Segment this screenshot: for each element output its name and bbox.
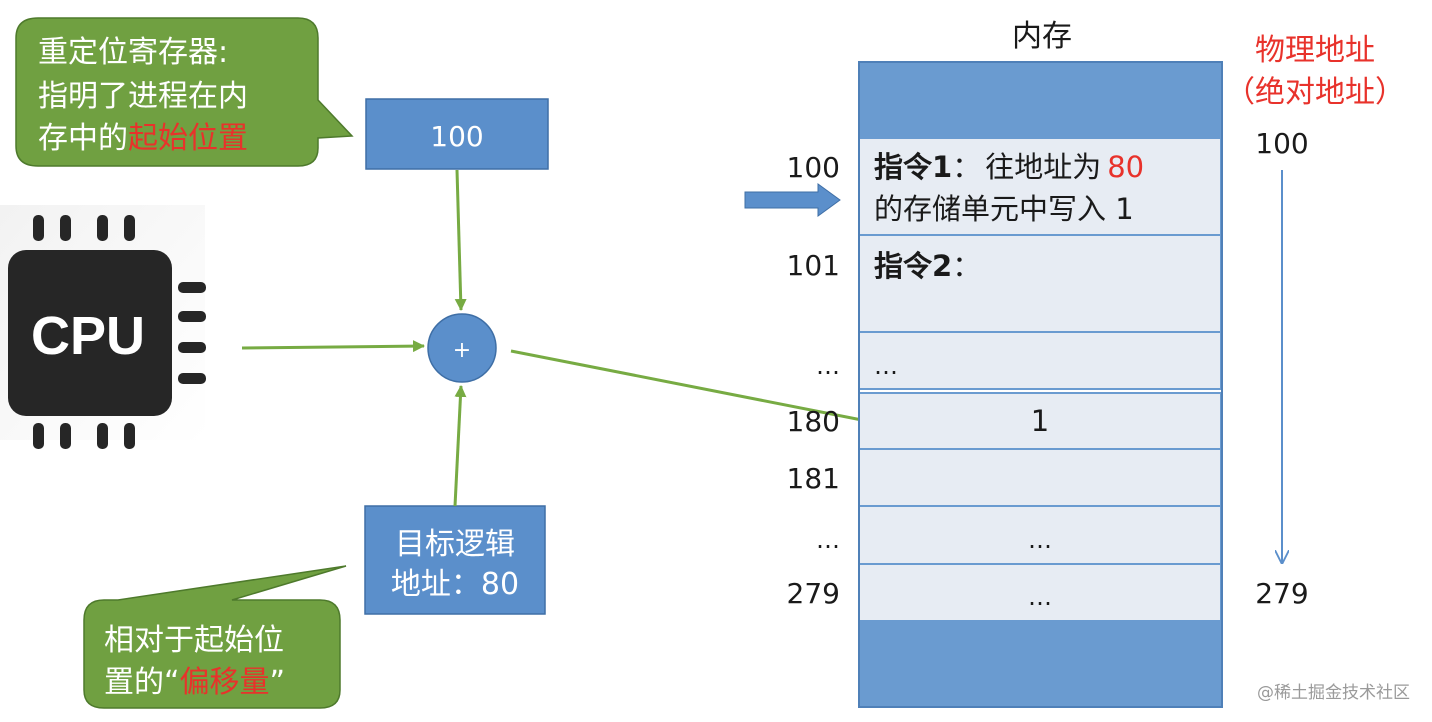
cell-address: … bbox=[816, 526, 840, 554]
logical-address-line-1: 目标逻辑 bbox=[395, 527, 515, 562]
physical-address-annotation: 物理地址 （绝对地址） 100 279 bbox=[1225, 33, 1405, 610]
adder-to-memory-arrow bbox=[510, 349, 873, 426]
physical-start-address: 100 bbox=[1255, 127, 1308, 160]
offset-callout-line-1: 相对于起始位 bbox=[104, 623, 284, 658]
memory-ellipsis: … bbox=[1028, 526, 1052, 554]
offset-callout-line-2: 置的“偏移量” bbox=[104, 665, 285, 700]
physical-end-address: 279 bbox=[1255, 577, 1308, 610]
instruction-2: 指令2： bbox=[874, 249, 981, 283]
offset-to-adder-arrow bbox=[453, 385, 467, 507]
memory-cell bbox=[858, 234, 1222, 333]
callout-line-2: 指明了进程在内 bbox=[38, 79, 248, 114]
offset-callout-suffix: ” bbox=[270, 665, 286, 700]
cell-address: 180 bbox=[787, 405, 840, 438]
callout-line-3: 存中的起始位置 bbox=[38, 121, 248, 156]
cell-address: 181 bbox=[787, 462, 840, 495]
cell-address: 279 bbox=[787, 577, 840, 610]
offset-highlight: 偏移量 bbox=[180, 665, 270, 700]
register-value: 100 bbox=[430, 120, 483, 153]
watermark: @稀土掘金技术社区 bbox=[1257, 683, 1410, 703]
logical-address-line-2: 地址：80 bbox=[391, 567, 519, 602]
offset-callout-prefix: 置的“ bbox=[104, 665, 180, 700]
memory-cell bbox=[858, 331, 1222, 390]
memory-outline bbox=[858, 61, 1223, 708]
start-position-highlight: 起始位置 bbox=[128, 121, 248, 156]
relocation-register-callout: 重定位寄存器: 指明了进程在内 存中的起始位置 bbox=[15, 17, 354, 167]
physical-address-label: 物理地址 bbox=[1255, 33, 1375, 68]
offset-callout: 相对于起始位 置的“偏移量” bbox=[83, 565, 347, 709]
memory-bottom-band bbox=[859, 621, 1222, 707]
cpu-chip-icon: CPU bbox=[0, 205, 206, 449]
cpu-label: CPU bbox=[31, 306, 145, 366]
target-address-highlight: 80 bbox=[1107, 150, 1144, 184]
relocation-register-box: 100 bbox=[365, 98, 549, 170]
absolute-address-label: （绝对地址） bbox=[1225, 75, 1405, 110]
adder-plus-symbol: + bbox=[453, 338, 471, 363]
instruction-1-label: 指令1 bbox=[874, 150, 952, 184]
callout-line-1: 重定位寄存器: bbox=[38, 35, 228, 70]
written-value: 1 bbox=[1031, 404, 1049, 438]
cell-address: … bbox=[816, 352, 840, 380]
callout-line-3-prefix: 存中的 bbox=[38, 121, 128, 156]
memory-ellipsis: … bbox=[1028, 583, 1052, 611]
register-to-adder-arrow bbox=[454, 169, 467, 311]
memory-top-band bbox=[859, 62, 1222, 138]
instruction-1-line-2: 的存储单元中写入 1 bbox=[874, 192, 1134, 226]
cell-address: 100 bbox=[787, 151, 840, 184]
memory-ellipsis: … bbox=[874, 352, 898, 380]
logical-address-box: 目标逻辑 地址：80 bbox=[364, 505, 546, 615]
adder-node: + bbox=[427, 313, 497, 383]
data-flow-arrows bbox=[241, 169, 873, 507]
memory-cell bbox=[858, 137, 1222, 236]
memory-cell bbox=[858, 448, 1222, 507]
cell-address: 101 bbox=[787, 249, 840, 282]
current-instruction-arrow bbox=[744, 183, 841, 217]
memory-title: 内存 bbox=[1012, 19, 1072, 54]
cpu-to-adder-arrow bbox=[241, 340, 425, 353]
